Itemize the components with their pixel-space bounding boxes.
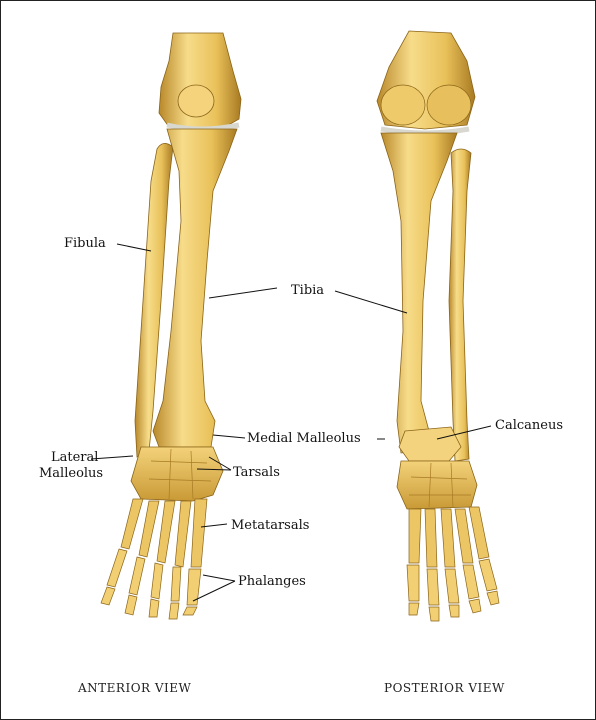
label-calcaneus: Calcaneus bbox=[495, 418, 563, 433]
posterior-phalanges bbox=[407, 559, 499, 621]
label-tarsals: Tarsals bbox=[233, 465, 280, 480]
label-medial-malleolus: Medial Malleolus bbox=[247, 431, 361, 446]
posterior-tarsals bbox=[397, 461, 477, 509]
posterior-leg bbox=[377, 31, 499, 621]
anterior-patella bbox=[178, 85, 214, 117]
label-metatarsals: Metatarsals bbox=[231, 518, 309, 533]
anterior-leg bbox=[101, 33, 241, 619]
caption-anterior-view: ANTERIOR VIEW bbox=[78, 681, 191, 695]
label-fibula: Fibula bbox=[64, 236, 106, 251]
label-lateral-malleolus-line2: Malleolus bbox=[39, 466, 103, 481]
anterior-metatarsals bbox=[121, 499, 207, 567]
posterior-fibula bbox=[449, 149, 471, 461]
posterior-metatarsals bbox=[409, 507, 489, 567]
label-tibia: Tibia bbox=[291, 283, 324, 298]
leader-medial-malleolus bbox=[213, 435, 245, 438]
label-phalanges: Phalanges bbox=[238, 574, 306, 589]
leader-fibula bbox=[117, 244, 151, 251]
leader-tibia-left bbox=[209, 288, 277, 298]
anterior-phalanges bbox=[101, 549, 201, 619]
anterior-tarsals bbox=[131, 447, 223, 501]
posterior-tibia bbox=[381, 133, 457, 453]
posterior-calcaneus bbox=[399, 427, 461, 461]
leader-tibia-right bbox=[335, 291, 407, 313]
caption-posterior-view: POSTERIOR VIEW bbox=[384, 681, 505, 695]
label-lateral-malleolus-line1: Lateral bbox=[51, 450, 98, 465]
